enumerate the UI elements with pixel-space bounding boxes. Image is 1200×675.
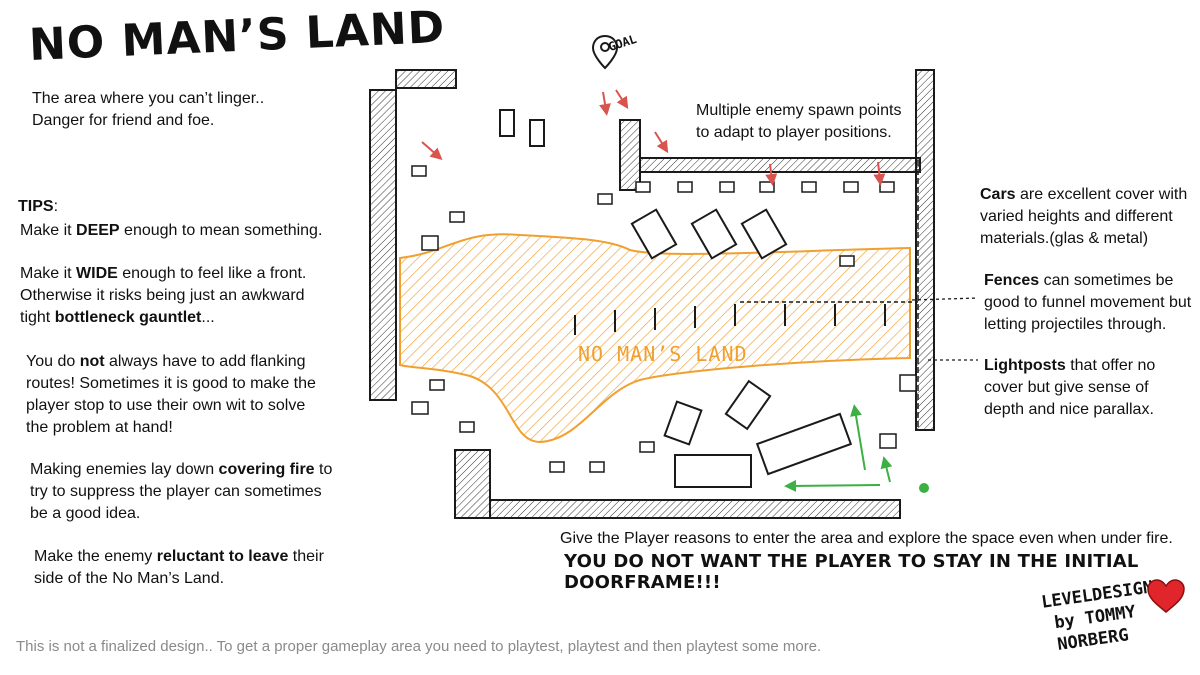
- text: good to funnel movement but: [984, 294, 1192, 311]
- text: Make it: [20, 222, 77, 239]
- emphasis: Fences: [984, 272, 1040, 289]
- center-top-wall: [619, 119, 641, 191]
- tip-2-line: Make it WIDE enough to feel like a front…: [20, 263, 306, 285]
- bus: [674, 454, 752, 488]
- text: Otherwise it risks being just an awkward: [20, 287, 305, 304]
- tip-3-line: routes! Sometimes it is good to make the: [26, 373, 316, 395]
- tip-4-line: Making enemies lay down covering fire to: [30, 459, 332, 481]
- spawn-note-line: to adapt to player positions.: [696, 124, 892, 141]
- text: try to suppress the player can sometimes: [30, 483, 322, 500]
- tip-3-line: the problem at hand!: [26, 417, 173, 439]
- text: routes! Sometimes it is good to make the: [26, 375, 316, 392]
- text: enough to mean something.: [119, 222, 323, 239]
- footer-note: This is not a finalized design.. To get …: [16, 638, 822, 655]
- text: depth and nice parallax.: [984, 401, 1154, 418]
- right-note-2-line: letting projectiles through.: [984, 314, 1166, 336]
- heart-icon: [1147, 579, 1185, 613]
- bottom-wall: [489, 499, 901, 519]
- subtitle-line: The area where you can’t linger..: [32, 90, 265, 107]
- player-arrows: [784, 404, 893, 492]
- text: tight: [20, 309, 55, 326]
- text: side of the No Man’s Land.: [34, 570, 225, 587]
- right-note-3-line: depth and nice parallax.: [984, 399, 1154, 421]
- text: You do: [26, 353, 80, 370]
- tip-4-line: try to suppress the player can sometimes: [30, 481, 322, 503]
- player-start-icon: [919, 483, 929, 493]
- emphasis: bottleneck gauntlet: [54, 309, 202, 326]
- text: can sometimes be: [1039, 272, 1174, 289]
- emphasis: Lightposts: [984, 357, 1066, 374]
- note-connectors: [911, 297, 979, 361]
- emphasis: WIDE: [76, 265, 118, 282]
- right-note-2-line: good to funnel movement but: [984, 292, 1191, 314]
- right-note-1-line: Cars are excellent cover with: [980, 184, 1187, 206]
- text: varied heights and different: [980, 208, 1173, 225]
- tip-5-line: Make the enemy reluctant to leave their: [34, 546, 324, 568]
- tip-2-line: tight bottleneck gauntlet...: [20, 307, 215, 329]
- text: their: [288, 548, 324, 565]
- cars: [499, 109, 853, 488]
- fence: [740, 160, 919, 430]
- tips-heading: TIPS:: [18, 198, 59, 215]
- text: the problem at hand!: [26, 419, 173, 436]
- text: Making enemies lay down: [30, 461, 219, 478]
- zone-label: NO MAN’S LAND: [578, 342, 748, 366]
- emphasis: DEEP: [76, 222, 120, 239]
- right-note-3-line: Lightposts that offer no: [984, 355, 1155, 377]
- spawn-note-line: Multiple enemy spawn points: [696, 102, 902, 119]
- spawn-arrows: [421, 89, 886, 186]
- emphasis: Cars: [980, 186, 1016, 203]
- lightposts: [574, 304, 886, 335]
- text: materials.(glas & metal): [980, 230, 1149, 247]
- emphasis: covering fire: [218, 461, 315, 478]
- text: are excellent cover with: [1015, 186, 1188, 203]
- text: be a good idea.: [30, 505, 141, 522]
- tip-4-line: be a good idea.: [30, 503, 140, 525]
- no-mans-land-zone: [399, 233, 911, 444]
- tip-3-line: You do not always have to add flanking: [26, 351, 306, 373]
- subtitle: The area where you can’t linger.. Danger…: [32, 88, 264, 132]
- right-note-1-line: materials.(glas & metal): [980, 228, 1148, 250]
- right-note-2-line: Fences can sometimes be: [984, 270, 1173, 292]
- crates: [411, 165, 917, 473]
- bottom-left-wall: [454, 449, 491, 519]
- tip-3-line: player stop to use their own wit to solv…: [26, 395, 305, 417]
- subtitle-line: Danger for friend and foe.: [32, 112, 215, 129]
- text: Make the enemy: [34, 548, 157, 565]
- left-wall: [369, 89, 397, 401]
- tip-2-line: Otherwise it risks being just an awkward: [20, 285, 305, 307]
- goal-pin-icon: [591, 34, 619, 70]
- text: always have to add flanking: [104, 353, 306, 370]
- text: enough to feel like a front.: [117, 265, 307, 282]
- text: that offer no: [1065, 357, 1156, 374]
- text: to: [314, 461, 333, 478]
- doorframe-warning: YOU DO NOT WANT THE PLAYER TO STAY IN TH…: [564, 551, 1139, 593]
- right-note-1-line: varied heights and different: [980, 206, 1173, 228]
- spawn-note: Multiple enemy spawn points to adapt to …: [696, 100, 901, 144]
- right-wall: [915, 69, 935, 431]
- tip-1-line: Make it DEEP enough to mean something.: [20, 220, 322, 242]
- emphasis: reluctant to leave: [156, 548, 289, 565]
- emphasis: not: [79, 353, 105, 370]
- truck: [755, 412, 853, 476]
- top-left-wall: [395, 69, 457, 89]
- tip-5-line: side of the No Man’s Land.: [34, 568, 224, 590]
- text: ...: [201, 309, 215, 326]
- right-note-3-line: cover but give sense of: [984, 377, 1149, 399]
- walls: [369, 69, 935, 519]
- bottom-note: Give the Player reasons to enter the are…: [560, 530, 1173, 547]
- text: Make it: [20, 265, 77, 282]
- text: letting projectiles through.: [984, 316, 1167, 333]
- text: cover but give sense of: [984, 379, 1149, 396]
- level-map: [369, 34, 935, 519]
- text: player stop to use their own wit to solv…: [26, 397, 306, 414]
